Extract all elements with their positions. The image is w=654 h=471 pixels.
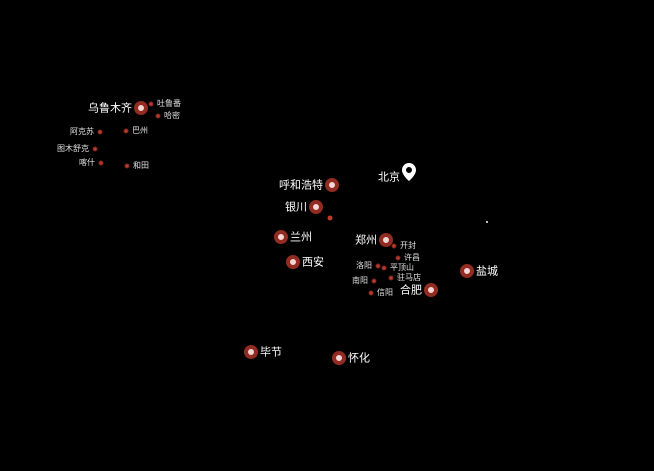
- map-dot-1: [486, 221, 488, 223]
- city-label-驻马店: 驻马店: [397, 273, 421, 282]
- selected-location-pin[interactable]: [402, 163, 416, 181]
- city-dot-哈密[interactable]: [155, 113, 161, 119]
- city-dot-信阳[interactable]: [368, 290, 374, 296]
- city-label-喀什: 喀什: [79, 158, 95, 167]
- city-label-开封: 开封: [400, 241, 416, 250]
- city-label-许昌: 许昌: [404, 253, 420, 262]
- city-label-信阳: 信阳: [377, 288, 393, 297]
- city-label-南阳: 南阳: [352, 276, 368, 285]
- city-marker-毕节[interactable]: [244, 345, 258, 359]
- city-marker-银川[interactable]: [309, 200, 323, 214]
- city-label-和田: 和田: [133, 161, 149, 170]
- city-label-乌鲁木齐: 乌鲁木齐: [88, 101, 132, 115]
- city-dot-吐鲁番[interactable]: [148, 101, 154, 107]
- city-label-图木舒克: 图木舒克: [57, 144, 89, 153]
- city-label-平顶山: 平顶山: [390, 263, 414, 272]
- city-marker-合肥[interactable]: [424, 283, 438, 297]
- city-marker-乌鲁木齐[interactable]: [134, 101, 148, 115]
- map-dot-0: [327, 215, 333, 221]
- city-marker-怀化[interactable]: [332, 351, 346, 365]
- city-label-西安: 西安: [302, 255, 324, 269]
- city-label-银川: 银川: [285, 200, 307, 214]
- city-dot-开封[interactable]: [391, 243, 397, 249]
- city-dot-南阳[interactable]: [371, 278, 377, 284]
- city-marker-兰州[interactable]: [274, 230, 288, 244]
- city-dot-洛阳[interactable]: [375, 263, 381, 269]
- city-dot-平顶山[interactable]: [381, 265, 387, 271]
- city-label-吐鲁番: 吐鲁番: [157, 99, 181, 108]
- city-dot-阿克苏[interactable]: [97, 129, 103, 135]
- city-label-阿克苏: 阿克苏: [70, 127, 94, 136]
- location-pin-icon: [402, 163, 416, 181]
- city-label-哈密: 哈密: [164, 111, 180, 120]
- city-dot-驻马店[interactable]: [388, 275, 394, 281]
- city-dot-喀什[interactable]: [98, 160, 104, 166]
- city-marker-呼和浩特[interactable]: [325, 178, 339, 192]
- city-dot-和田[interactable]: [124, 163, 130, 169]
- city-dot-巴州[interactable]: [123, 128, 129, 134]
- city-label-盐城: 盐城: [476, 264, 498, 278]
- city-marker-盐城[interactable]: [460, 264, 474, 278]
- city-label-郑州: 郑州: [355, 233, 377, 247]
- selected-city-label: 北京: [378, 170, 400, 184]
- city-label-呼和浩特: 呼和浩特: [279, 178, 323, 192]
- city-label-毕节: 毕节: [260, 345, 282, 359]
- city-label-怀化: 怀化: [348, 351, 370, 365]
- city-label-兰州: 兰州: [290, 230, 312, 244]
- city-label-巴州: 巴州: [132, 126, 148, 135]
- city-marker-郑州[interactable]: [379, 233, 393, 247]
- city-marker-西安[interactable]: [286, 255, 300, 269]
- city-dot-许昌[interactable]: [395, 255, 401, 261]
- city-dot-图木舒克[interactable]: [92, 146, 98, 152]
- city-label-合肥: 合肥: [400, 283, 422, 297]
- city-label-洛阳: 洛阳: [356, 261, 372, 270]
